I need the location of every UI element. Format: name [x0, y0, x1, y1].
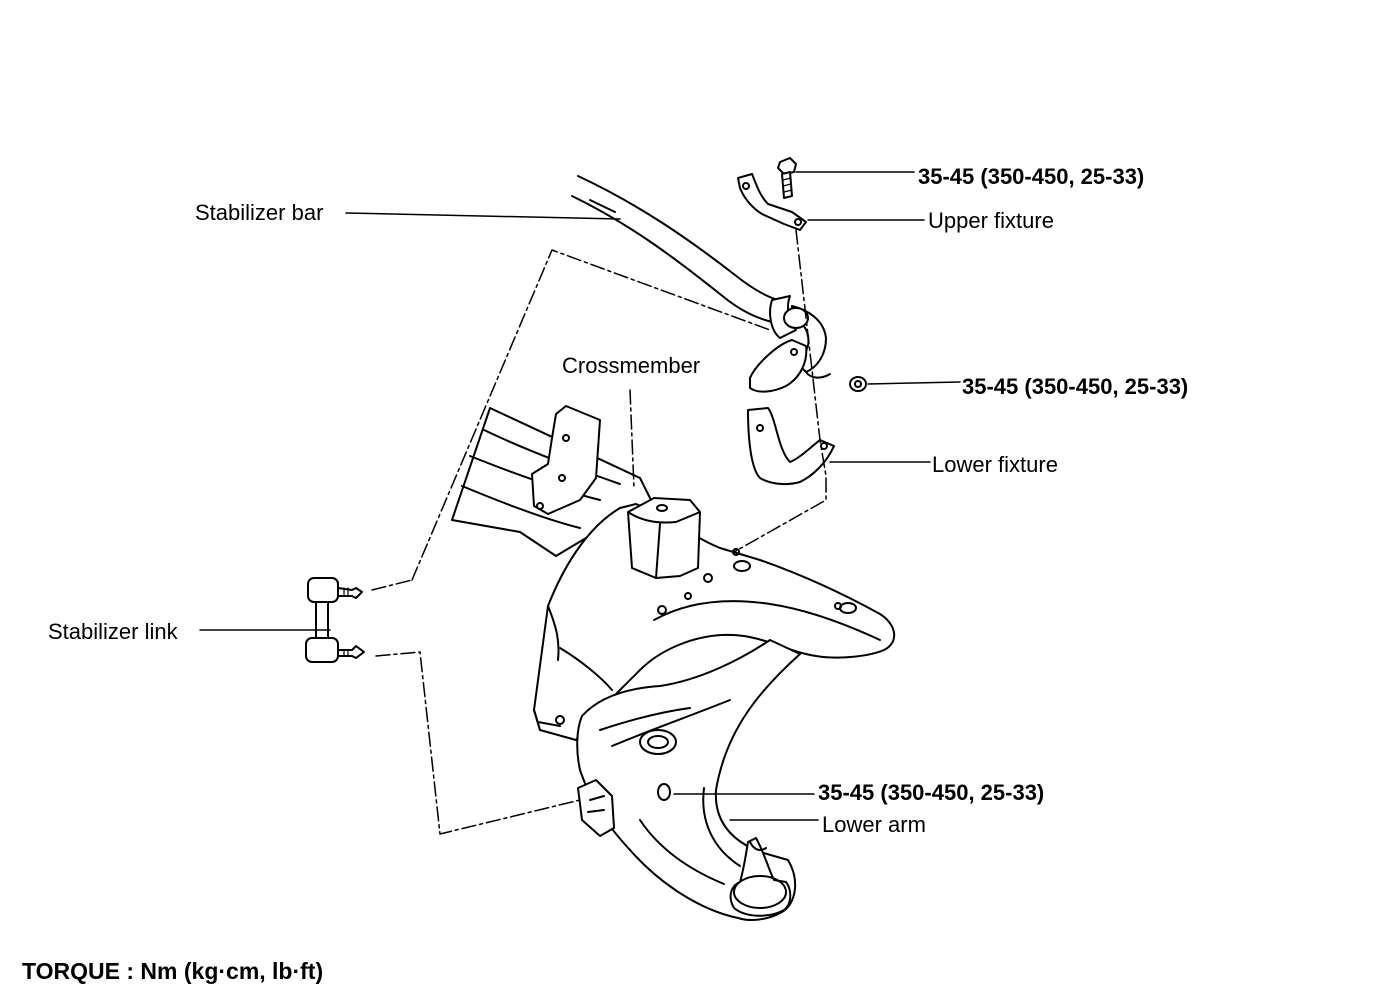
upper-bolt-torque: 35-45 (350-450, 25-33): [918, 164, 1145, 189]
torque-units-footer: TORQUE : Nm (kg·cm, lb·ft): [22, 958, 324, 984]
lower-arm-drawing: [576, 639, 801, 921]
lower-arm-nut-torque: 35-45 (350-450, 25-33): [818, 780, 1045, 805]
assembly-lines: [371, 229, 827, 835]
lower-fixture-label: Lower fixture: [932, 452, 1058, 477]
crossmember-label: Crossmember: [562, 353, 701, 378]
leader-lines: [199, 171, 961, 821]
stabilizer-link-drawing: [305, 577, 365, 663]
fixture-nut-torque: 35-45 (350-450, 25-33): [962, 374, 1189, 399]
upper-fixture-drawing: [737, 157, 807, 231]
stabilizer-link-label: Stabilizer link: [48, 619, 178, 644]
lower-arm-label: Lower arm: [822, 812, 926, 837]
crossmember-drawing: [451, 405, 895, 741]
nut-drawing: [849, 376, 867, 392]
upper-fixture-label: Upper fixture: [928, 208, 1054, 233]
center-fixture-drawing: [749, 339, 808, 393]
stabilizer-bar-label: Stabilizer bar: [195, 200, 324, 225]
